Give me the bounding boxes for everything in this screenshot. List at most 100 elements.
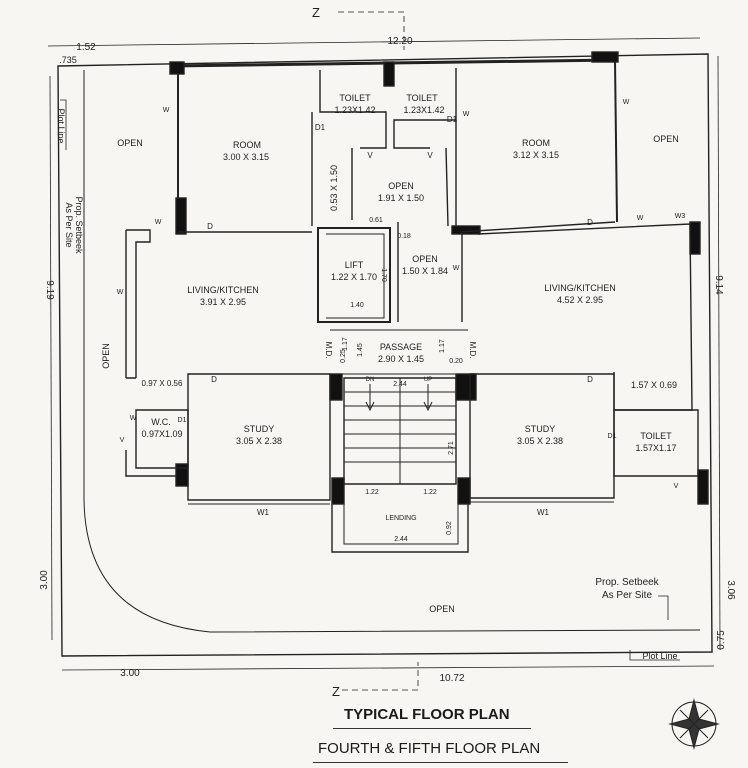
dim-122a: 1.22 (365, 489, 379, 496)
open-shaft-walls (351, 147, 449, 227)
living-right-size: 4.52 X 2.95 (557, 295, 603, 305)
door-d-study-right: D (587, 375, 593, 384)
open-top-right: OPEN (653, 134, 679, 144)
dim-117a: 1.17 (342, 337, 349, 351)
study-right-name: STUDY (525, 424, 556, 434)
plan-title: TYPICAL FLOOR PLAN (344, 706, 510, 723)
open-top-left: OPEN (117, 138, 143, 148)
dim-line-bottom (61, 665, 715, 671)
lift-inner (326, 233, 385, 319)
compass-icon (668, 698, 720, 750)
living-left-name: LIVING/KITCHEN (187, 285, 259, 295)
lift-walls (317, 227, 391, 323)
column (383, 61, 395, 87)
open-left-vertical: OPEN (101, 343, 111, 369)
plot-line-bottom: Plot Line (642, 651, 677, 661)
dim-170: 1.70 (380, 268, 387, 282)
dim-244b: 2.44 (394, 536, 408, 543)
column (455, 373, 477, 401)
study-right-walls (469, 373, 615, 499)
stair-arrow-up (423, 384, 433, 412)
plan-subtitle-underline (313, 762, 568, 763)
window-w3: W3 (675, 213, 686, 220)
wc-name: W.C. (151, 417, 171, 427)
right-space-size: 1.57 X 0.69 (631, 380, 677, 390)
stair-treads (344, 378, 456, 484)
landing-walls (331, 504, 469, 553)
left-space-size: 0.97 X 0.56 (142, 379, 183, 388)
dim-092: 0.92 (446, 521, 453, 535)
stair-down-label: DN (366, 377, 375, 383)
stair-arrow-down (365, 384, 375, 412)
room-left-size: 3.00 X 3.15 (223, 152, 269, 162)
dim-line-right (717, 55, 721, 651)
column (591, 51, 619, 63)
window-w-room-right: W (463, 111, 470, 118)
wc-outer (125, 377, 176, 477)
window-w-left-low: W (130, 415, 137, 422)
north-bottom-label: Z (332, 684, 340, 699)
door-d-right: D (587, 218, 593, 227)
setbeek-left-2: As Per Site (64, 202, 74, 247)
room-right-size: 3.12 X 3.15 (513, 150, 559, 160)
md-right-label: M.D. (468, 342, 477, 359)
wc-walls (135, 409, 189, 469)
open-mid-walls (397, 222, 463, 322)
passage-walls (330, 329, 468, 375)
open-mid-size: 1.50 X 1.84 (402, 266, 448, 276)
column (689, 221, 701, 255)
toilet-right-walls (393, 68, 457, 149)
column (329, 373, 343, 401)
column (331, 477, 345, 505)
toilet-right-size: 1.23X1.42 (403, 105, 444, 115)
vent-v-right: V (427, 151, 433, 160)
dim-right-total: 9.14 (713, 275, 724, 295)
room-left-name: ROOM (233, 140, 261, 150)
dim-line-top (47, 37, 701, 47)
vent-v-wc: V (120, 437, 125, 444)
plot-line-marker-bottom (629, 650, 680, 661)
living-left-walls (125, 229, 151, 378)
passage-name: PASSAGE (380, 342, 422, 352)
window-w1-left: W1 (257, 508, 270, 517)
dim-top-total: 12.20 (387, 36, 412, 47)
living-left-size: 3.91 X 2.95 (200, 297, 246, 307)
window-w-living-left: W (155, 219, 162, 226)
window-w-living-right: W (637, 215, 644, 222)
landing-inner (343, 504, 459, 545)
dim-271: 2.71 (448, 441, 455, 455)
vent-v-left: V (367, 151, 373, 160)
door-d1-left: D1 (315, 123, 326, 132)
open-bottom: OPEN (429, 604, 455, 614)
open-mid-name: OPEN (412, 254, 438, 264)
plot-line-marker-left (60, 99, 67, 150)
dim-left-bottom: 3.00 (39, 570, 50, 590)
toilet-small-name: TOILET (640, 431, 672, 441)
north-line-top (338, 11, 405, 50)
open-center-size: 1.91 X 1.50 (378, 193, 424, 203)
study-left-name: STUDY (244, 424, 275, 434)
dim-053: 0.53 X 1.50 (329, 165, 339, 211)
setbeek-right-2: As Per Site (602, 590, 652, 601)
dim-018: 0.18 (397, 233, 411, 240)
column (697, 469, 709, 505)
dim-line-left (49, 75, 53, 641)
door-d1-wc: D1 (178, 417, 187, 424)
passage-size: 2.90 X 1.45 (378, 354, 424, 364)
building-wall-right-room (614, 59, 618, 223)
setbeek-marker-right (658, 595, 669, 620)
vent-v-toilet: V (674, 483, 679, 490)
dim-025: 0.25 (340, 349, 347, 363)
door-d1-right: D1 (447, 115, 458, 124)
dim-117b: 1.17 (439, 339, 446, 353)
study-left-size: 3.05 X 2.38 (236, 436, 282, 446)
window-w-top-left: W (163, 107, 170, 114)
dim-top-left-1: 1.52 (76, 42, 96, 53)
window-w-left-wall: W (117, 289, 124, 296)
column (451, 225, 481, 235)
plot-line-left: Plot Line (56, 108, 66, 143)
dim-bottom-total: 10.72 (439, 673, 464, 684)
room-right-name: ROOM (522, 138, 550, 148)
door-d-study-left: D (211, 375, 217, 384)
dim-right-bottom-1: 3.06 (725, 580, 736, 600)
